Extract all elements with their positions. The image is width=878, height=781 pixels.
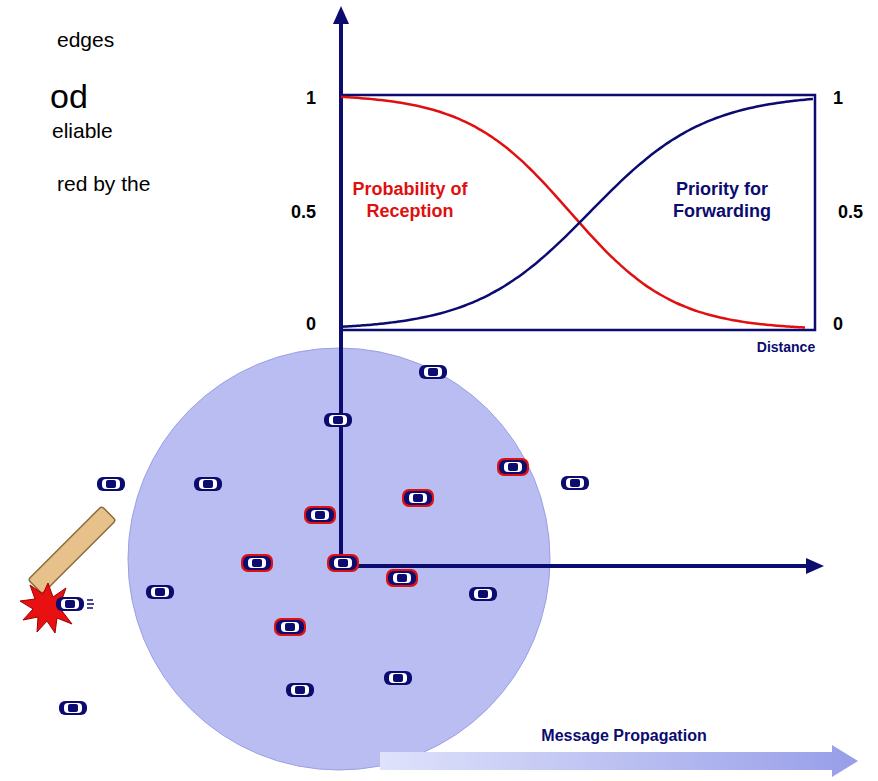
arrow-label: Message Propagation (541, 726, 706, 746)
vehicles (59, 365, 589, 715)
axis-tick: 0.5 (838, 201, 863, 224)
propagation-arrow (380, 745, 858, 777)
crash-icon (20, 506, 116, 633)
reception-curve (341, 97, 805, 328)
curve-label: Probability of Reception (350, 178, 470, 223)
axis-tick: 0 (833, 313, 843, 336)
receiving-vehicles (241, 458, 529, 636)
chart-frame (341, 95, 815, 330)
priority-curve (341, 99, 813, 327)
slide-heading: od (50, 75, 88, 118)
axes (333, 6, 824, 574)
axis-tick: 1 (833, 87, 843, 110)
slide-text: eliable (52, 118, 113, 144)
curve-label: Priority for Forwarding (662, 178, 782, 223)
axis-tick: 0.5 (291, 201, 316, 224)
axis-label: Distance (757, 339, 815, 357)
slide-text: red by the (57, 171, 150, 197)
axis-tick: 1 (306, 87, 316, 110)
axis-tick: 0 (306, 313, 316, 336)
slide-text: edges (57, 27, 114, 53)
curves (341, 97, 813, 328)
